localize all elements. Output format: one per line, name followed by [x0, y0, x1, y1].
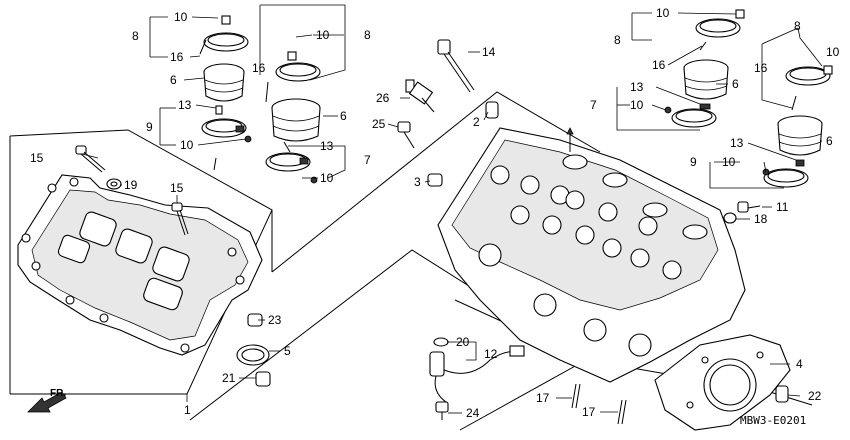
callout-9: 9 [146, 120, 153, 134]
callout-10: 10 [826, 45, 840, 59]
callout-14: 14 [482, 45, 496, 59]
leader-lines [81, 4, 823, 414]
stud-14 [437, 39, 475, 93]
callout-7: 7 [590, 98, 597, 112]
callout-10: 10 [174, 10, 188, 24]
callout-12: 12 [484, 347, 498, 361]
cylinder-head [437, 127, 746, 383]
callout-20: 20 [456, 335, 470, 349]
arrow-up-head [566, 127, 574, 135]
callout-4: 4 [796, 357, 803, 371]
gasket-5 [236, 344, 270, 366]
bolt-15-right [171, 202, 189, 236]
bolt-11 [737, 201, 761, 213]
callout-13: 13 [630, 80, 644, 94]
callout-15: 15 [30, 151, 44, 165]
front-label: FR. [50, 388, 66, 399]
dowel-22 [775, 385, 789, 403]
callout-3: 3 [414, 175, 421, 189]
cap-3 [427, 173, 443, 187]
sensor-12 [429, 337, 525, 403]
callout-10: 10 [316, 28, 330, 42]
callout-11: 11 [776, 200, 789, 214]
callout-10: 10 [656, 6, 670, 20]
callout-22: 22 [808, 389, 822, 403]
front-direction-arrow: FR. [27, 388, 67, 413]
callout-23: 23 [268, 313, 282, 327]
spark-plug-26 [405, 79, 435, 113]
callout-1: 1 [184, 403, 191, 417]
callout-18: 18 [754, 212, 768, 226]
callout-13: 13 [730, 136, 744, 150]
clamp-band-upper-left [199, 15, 249, 55]
callout-19: 19 [124, 178, 138, 192]
callout-7: 7 [364, 153, 371, 167]
clamp-band-7-lower [265, 141, 318, 184]
clamp-band-8-right [785, 65, 833, 111]
callout-16: 16 [170, 50, 184, 64]
insulator-6-center [271, 98, 321, 142]
cap-2 [485, 101, 499, 119]
head-gasket-4 [654, 334, 791, 431]
clamp-band-mid-left [201, 105, 252, 143]
bolt-15-left [75, 145, 106, 173]
callout-16: 16 [754, 61, 768, 75]
clamp-band-7-right [664, 103, 717, 128]
callout-6: 6 [170, 73, 177, 87]
clamp-band-9-right [762, 159, 809, 188]
callout-5: 5 [284, 344, 291, 358]
callout-10: 10 [320, 171, 334, 185]
cylinder-head-cover [17, 174, 263, 356]
insulator-6-right-2 [777, 115, 823, 156]
studs-17 [571, 383, 627, 425]
callout-21: 21 [222, 371, 236, 385]
callout-6: 6 [732, 77, 739, 91]
callout-9: 9 [690, 155, 697, 169]
callout-10: 10 [630, 98, 644, 112]
washer-19 [106, 178, 122, 190]
clamp-band-7-upper [265, 51, 321, 103]
callout-6: 6 [340, 109, 347, 123]
callout-15: 15 [170, 181, 184, 195]
arrow-down-left [213, 157, 217, 171]
callout-8: 8 [364, 28, 371, 42]
callout-8: 8 [614, 33, 621, 47]
washer-18 [723, 212, 737, 224]
callout-26: 26 [376, 91, 390, 105]
callout-8: 8 [794, 19, 801, 33]
callout-16: 16 [252, 61, 266, 75]
callout-13: 13 [178, 98, 192, 112]
callout-8: 8 [132, 29, 139, 43]
diagram-code: MBW3-E0201 [740, 414, 806, 427]
callout-2: 2 [473, 115, 480, 129]
insulator-6-left [203, 63, 245, 102]
insulator-6-right-1 [683, 59, 729, 100]
callout-13: 13 [320, 139, 334, 153]
callout-10: 10 [180, 138, 194, 152]
callout-25: 25 [372, 117, 386, 131]
bolt-25 [397, 121, 415, 149]
callout-numbers: 10 8 16 6 13 9 10 16 10 8 6 13 7 10 26 1… [30, 6, 840, 427]
callout-17: 17 [536, 391, 550, 405]
callout-16: 16 [652, 58, 666, 72]
bolt-24 [435, 401, 449, 420]
callout-6: 6 [826, 134, 833, 148]
cap-21 [255, 371, 271, 387]
callout-10: 10 [722, 155, 736, 169]
callout-24: 24 [466, 406, 480, 420]
callout-17: 17 [582, 405, 596, 419]
clamp-band-upper-right-1 [695, 9, 745, 51]
